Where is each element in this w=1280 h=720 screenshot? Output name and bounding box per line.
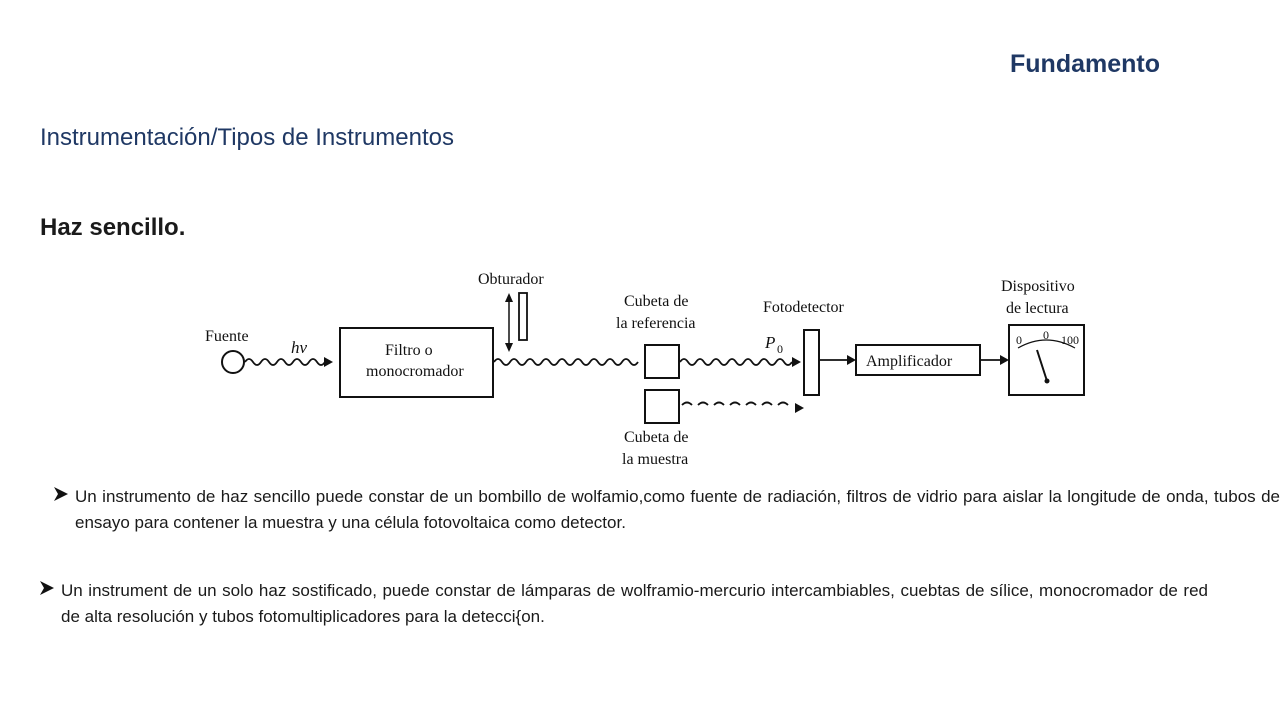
arrowhead-icon: [795, 403, 804, 413]
reference-cell: [644, 344, 680, 379]
arrowhead-icon: [505, 293, 513, 302]
sample-cell: [644, 389, 680, 424]
arrowhead-icon: [792, 357, 801, 367]
bullet-item: Un instrumento de haz sencillo puede con…: [52, 484, 1280, 536]
label-source: Fuente: [205, 328, 249, 345]
label-power-sub: 0: [777, 342, 783, 356]
label-scale-mid: 0: [1043, 328, 1049, 342]
label-ref-cell-1: Cubeta de: [624, 293, 688, 310]
label-filter-2: monocromador: [366, 363, 464, 380]
beam-wave-3: [679, 358, 793, 366]
label-scale-max: 100: [1061, 333, 1079, 347]
readout-meter: [1008, 324, 1085, 396]
bullet-item: Un instrument de un solo haz sostificado…: [38, 578, 1208, 630]
label-ref-cell-2: la referencia: [616, 315, 695, 332]
beam-wave-sample: [681, 401, 789, 406]
source-lamp: [221, 350, 245, 374]
label-sample-cell-1: Cubeta de: [624, 429, 688, 446]
meter-needle: [1036, 349, 1048, 382]
label-readout-1: Dispositivo: [1001, 278, 1075, 295]
single-beam-diagram: Fuente hv Filtro o monocromador Obturado…: [205, 271, 1085, 468]
arrowhead-icon: [505, 343, 513, 352]
label-amplifier: Amplificador: [866, 353, 953, 370]
page-subtitle: Instrumentación/Tipos de Instrumentos: [40, 124, 454, 151]
label-detector: Fotodetector: [763, 299, 845, 316]
photodetector: [803, 329, 820, 396]
beam-wave-2: [493, 358, 639, 366]
label-photon: hv: [291, 338, 308, 357]
label-scale-min: 0: [1016, 333, 1022, 347]
arrowhead-bullet-icon: [40, 581, 54, 595]
shutter-plate: [518, 292, 528, 341]
label-shutter: Obturador: [478, 271, 544, 288]
label-sample-cell-2: la muestra: [622, 451, 688, 468]
filter-box: [339, 327, 494, 398]
beam-wave-1: [244, 358, 326, 366]
meter-scale-arc: [1017, 339, 1076, 349]
label-power: P: [764, 333, 775, 352]
arrowhead-icon: [1000, 355, 1009, 365]
section-heading: Haz sencillo.: [40, 214, 186, 241]
bullet-text: Un instrumento de haz sencillo puede con…: [75, 487, 1280, 532]
arrowhead-bullet-icon: [54, 487, 68, 501]
arrowhead-icon: [847, 355, 856, 365]
meter-needle-tip: [1044, 378, 1050, 384]
label-readout-2: de lectura: [1006, 300, 1069, 317]
section-kicker: Fundamento: [1010, 50, 1160, 78]
label-filter-1: Filtro o: [385, 342, 433, 359]
bullet-text: Un instrument de un solo haz sostificado…: [61, 581, 1208, 626]
arrowhead-icon: [324, 357, 333, 367]
